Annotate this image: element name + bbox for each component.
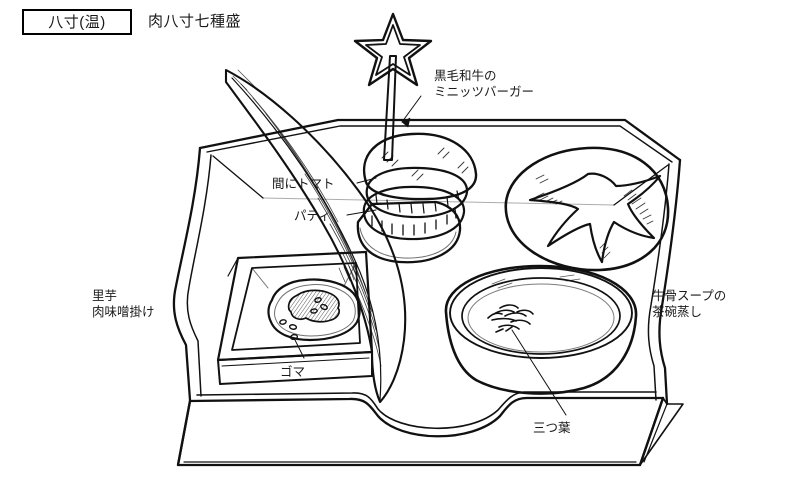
mini-wagyu-burger <box>356 132 478 264</box>
annotation-patty: パティ <box>294 209 331 223</box>
square-masu-box <box>216 250 374 385</box>
wooden-tray <box>172 118 684 467</box>
chawanmushi-bowl <box>444 264 638 395</box>
domed-leaf-patterned-item <box>504 146 670 272</box>
category-label: 八寸(温) <box>48 13 106 31</box>
annotation-chawanmushi: 牛骨スープの 茶碗蒸し <box>652 288 726 320</box>
annotation-tomato: 間にトマト <box>272 177 335 191</box>
leader-burger-arrow <box>401 117 411 128</box>
annotation-mitsuba: 三つ葉 <box>533 421 571 435</box>
page-title: 肉八寸七種盛 <box>148 13 242 30</box>
annotation-wagyu-burger-line1: 黒毛和牛の <box>434 69 497 83</box>
category-badge: 八寸(温) <box>22 9 132 35</box>
annotation-chawanmushi-line1: 牛骨スープの <box>652 289 727 303</box>
leader-patty <box>346 209 377 216</box>
leader-burger <box>401 95 422 123</box>
annotation-sesame: ゴマ <box>280 365 306 379</box>
leader-sesame <box>293 337 305 359</box>
leader-tomato <box>356 177 377 184</box>
annotation-taro-line2: 肉味噌掛け <box>92 305 155 319</box>
annotation-wagyu-burger: 黒毛和牛の ミニッツバーガー <box>434 68 534 100</box>
mitsuba-garnish <box>487 304 534 333</box>
leader-lines <box>293 95 567 416</box>
taro-with-miso <box>267 278 361 342</box>
bamboo-leaf <box>224 68 407 404</box>
leader-mitsuba <box>511 329 567 416</box>
annotation-chawanmushi-line2: 茶碗蒸し <box>652 305 703 319</box>
annotation-taro-line1: 里芋 <box>92 289 118 303</box>
star-food-pick <box>353 12 433 161</box>
annotation-wagyu-burger-line2: ミニッツバーガー <box>434 85 535 99</box>
annotation-taro: 里芋 肉味噌掛け <box>92 288 155 320</box>
header: 八寸(温) 肉八寸七種盛 <box>0 0 800 46</box>
